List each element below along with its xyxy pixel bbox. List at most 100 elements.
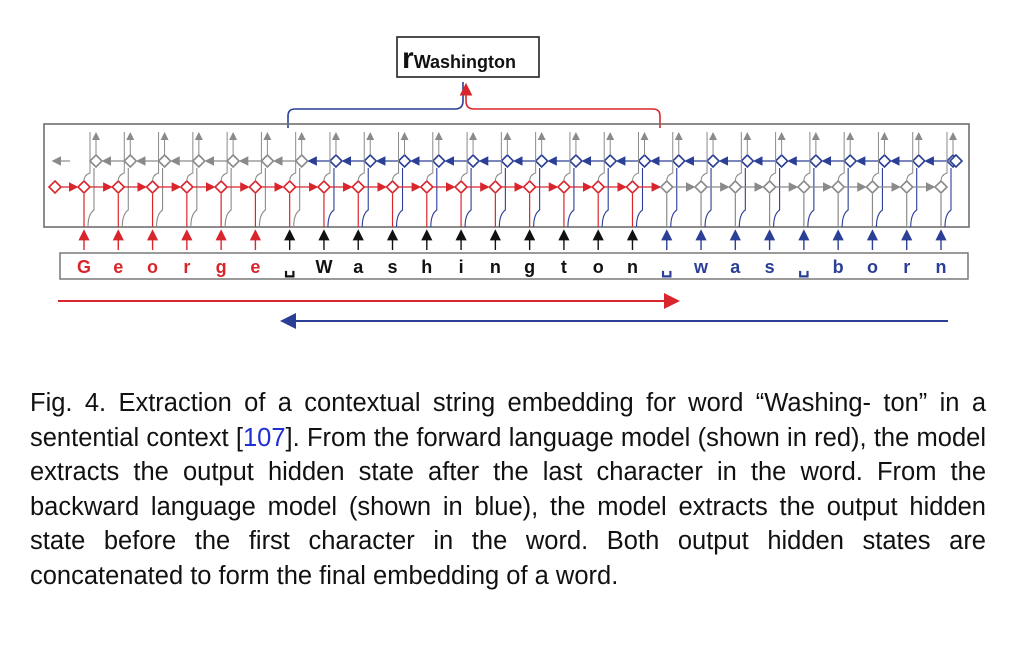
lm-cell — [478, 132, 525, 250]
backward-input-link — [533, 168, 541, 228]
backward-hidden-state — [843, 153, 858, 169]
forward-hidden-state — [591, 179, 606, 195]
backward-input-link — [87, 168, 95, 228]
forward-hidden-state — [282, 179, 297, 195]
lm-cell — [512, 132, 559, 250]
lm-cell — [444, 132, 490, 250]
lm-cell — [581, 132, 627, 250]
forward-hidden-state — [831, 179, 846, 195]
sentence-char: ␣ — [798, 257, 809, 278]
backward-hidden-state — [877, 153, 892, 169]
sentence-char: ␣ — [284, 257, 295, 278]
forward-output-link — [220, 132, 228, 182]
lm-cell — [76, 132, 113, 250]
backward-hidden-state — [568, 153, 584, 169]
forward-hidden-state — [76, 179, 92, 195]
backward-hidden-state — [740, 153, 755, 169]
backward-input-link — [944, 168, 952, 228]
backward-input-link — [601, 168, 609, 228]
backward-input-link — [293, 168, 301, 228]
lm-cell — [890, 132, 936, 250]
forward-hidden-state — [522, 179, 537, 195]
sentence-char: o — [147, 257, 158, 277]
forward-output-link — [700, 132, 708, 182]
forward-output-link — [186, 132, 194, 182]
forward-hidden-state — [248, 179, 263, 195]
output-embedding-box: rWashington — [396, 36, 540, 78]
backward-hidden-state — [260, 153, 275, 169]
lm-cell — [615, 132, 662, 250]
backward-hidden-state — [431, 153, 446, 169]
lm-cell — [170, 132, 216, 250]
backward-input-link — [156, 168, 164, 228]
backward-input-link — [567, 168, 575, 228]
forward-hidden-state — [899, 179, 914, 195]
forward-state-connector — [459, 82, 661, 128]
backward-input-link — [190, 168, 198, 228]
backward-hidden-state — [705, 153, 721, 169]
backward-input-link — [498, 168, 506, 228]
backward-input-link — [670, 168, 678, 228]
forward-hidden-state — [933, 179, 949, 195]
forward-output-link — [323, 132, 331, 182]
backward-hidden-state — [191, 153, 206, 169]
sentence-char: n — [490, 257, 501, 277]
backward-hidden-state — [911, 153, 926, 169]
lm-cell — [924, 132, 961, 250]
backward-hidden-state — [157, 153, 172, 169]
sentence-box — [59, 252, 969, 280]
sentence-char: r — [183, 257, 190, 277]
forward-hidden-state — [488, 179, 503, 195]
forward-hidden-state — [145, 179, 160, 195]
forward-output-link — [734, 132, 742, 182]
forward-output-link — [597, 132, 605, 182]
lm-cell — [752, 132, 799, 250]
backward-hidden-state — [328, 153, 344, 169]
sentence-char: b — [833, 257, 844, 277]
forward-output-link — [117, 132, 125, 182]
backward-input-link — [704, 168, 712, 228]
forward-hidden-state — [625, 179, 640, 195]
forward-output-link — [529, 132, 537, 182]
sentence-char: ␣ — [661, 257, 672, 278]
forward-output-link — [392, 132, 400, 182]
output-label-main: r — [402, 42, 414, 75]
caption-reference-link[interactable]: 107 — [242, 423, 286, 452]
sentence-char: G — [77, 257, 91, 277]
backward-input-link — [910, 168, 918, 228]
forward-output-link — [152, 132, 160, 182]
forward-hidden-state — [762, 179, 777, 195]
backward-input-link — [807, 168, 815, 228]
lm-cell — [204, 132, 250, 250]
forward-hidden-state — [865, 179, 880, 195]
language-model-frame — [43, 123, 970, 228]
forward-output-link — [563, 132, 571, 182]
forward-output-link — [769, 132, 777, 182]
backward-state-connector — [287, 82, 464, 128]
sentence-char: a — [730, 257, 741, 277]
backward-hidden-state — [534, 153, 549, 169]
backward-hidden-state — [774, 153, 789, 169]
lm-cell — [272, 132, 319, 250]
backward-hidden-state — [294, 153, 309, 169]
backward-input-link — [361, 168, 369, 228]
lm-cell — [855, 132, 902, 250]
caption-prefix: Fig. 4. Extraction of a contextual strin… — [30, 389, 986, 452]
sentence-char: e — [250, 257, 260, 277]
backward-input-link — [395, 168, 404, 228]
forward-hidden-state — [419, 179, 434, 195]
backward-hidden-state — [603, 153, 618, 169]
backward-hidden-state — [465, 153, 481, 169]
sentence-char: s — [765, 257, 775, 277]
sentence-char: n — [936, 257, 947, 277]
sentence-char: o — [867, 257, 878, 277]
sentence-char: n — [627, 257, 638, 277]
backward-input-link — [327, 168, 335, 228]
figure-caption: Fig. 4. Extraction of a contextual strin… — [30, 386, 986, 594]
lm-cell — [787, 132, 833, 250]
forward-output-link — [906, 132, 914, 182]
backward-input-link — [738, 168, 746, 228]
forward-hidden-state — [453, 179, 469, 195]
backward-initial-state — [948, 153, 964, 169]
